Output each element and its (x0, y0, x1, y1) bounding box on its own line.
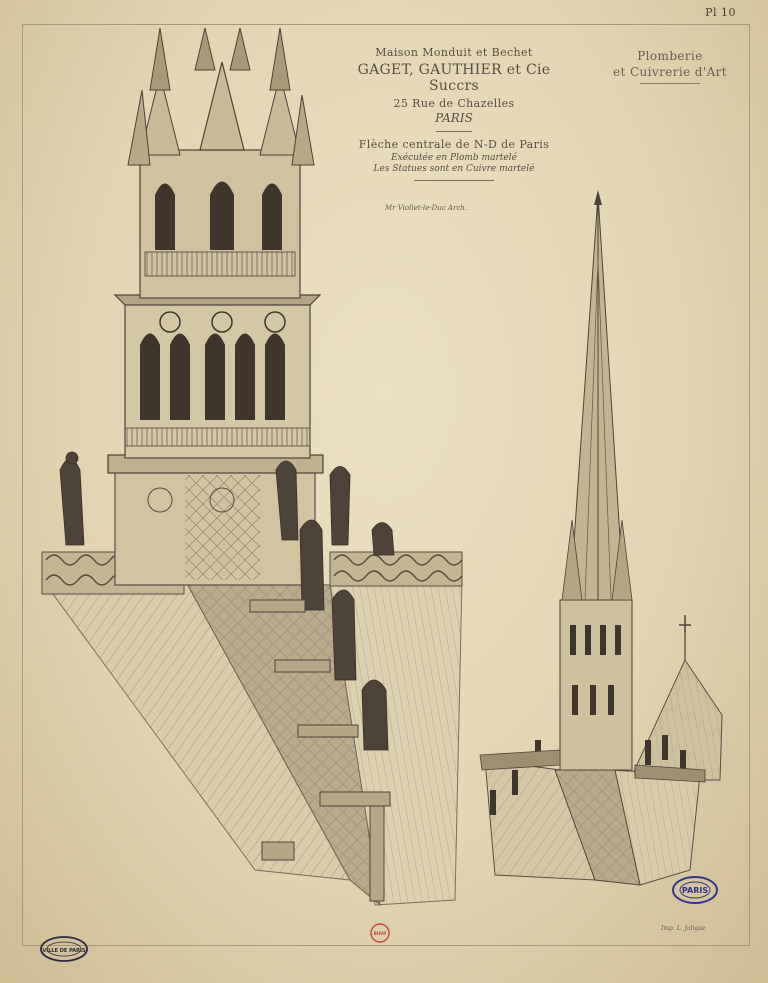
svg-text:VILLE DE PARIS: VILLE DE PARIS (43, 948, 86, 954)
plate-border (22, 24, 750, 946)
title-divider (436, 131, 472, 132)
trade-line-2: et Cuivrerie d'Art (613, 65, 727, 79)
title-divider-lower (414, 180, 494, 181)
plate-number: Pl 10 (705, 6, 736, 19)
drawing-title: Flèche centrale de N-D de Paris (358, 138, 550, 151)
firm-name: GAGET, GAUTHIER et Cie Succrs (357, 62, 551, 94)
library-stamp: VILLE DE PARIS (40, 936, 88, 962)
printer-credit: Imp. L. Jaligue (661, 925, 706, 932)
svg-text:BHVP: BHVP (374, 931, 386, 936)
spire-overview (479, 190, 723, 886)
statues-note: Les Statues sont en Cuivre martelé (373, 164, 535, 174)
title-block: Maison Monduit et Bechet GAGET, GAUTHIER… (340, 46, 568, 187)
execution-note: Exécutée en Plomb martelé (391, 153, 517, 163)
svg-text:PARIS: PARIS (682, 886, 708, 895)
trade-heading: Plomberie et Cuivrerie d'Art (604, 48, 736, 84)
spire-detail-large (41, 27, 463, 907)
trade-underline (640, 83, 700, 84)
paris-stamp: PARIS (672, 876, 718, 904)
firm-address: 25 Rue de Chazelles (393, 97, 515, 110)
red-stamp: BHVP (370, 923, 390, 943)
architect-signature: Mr Viollet-le-Duc Arch. (385, 204, 467, 212)
firm-city: PARIS (435, 111, 473, 125)
trade-line-1: Plomberie (637, 49, 703, 63)
firm-former-name: Maison Monduit et Bechet (375, 46, 533, 59)
